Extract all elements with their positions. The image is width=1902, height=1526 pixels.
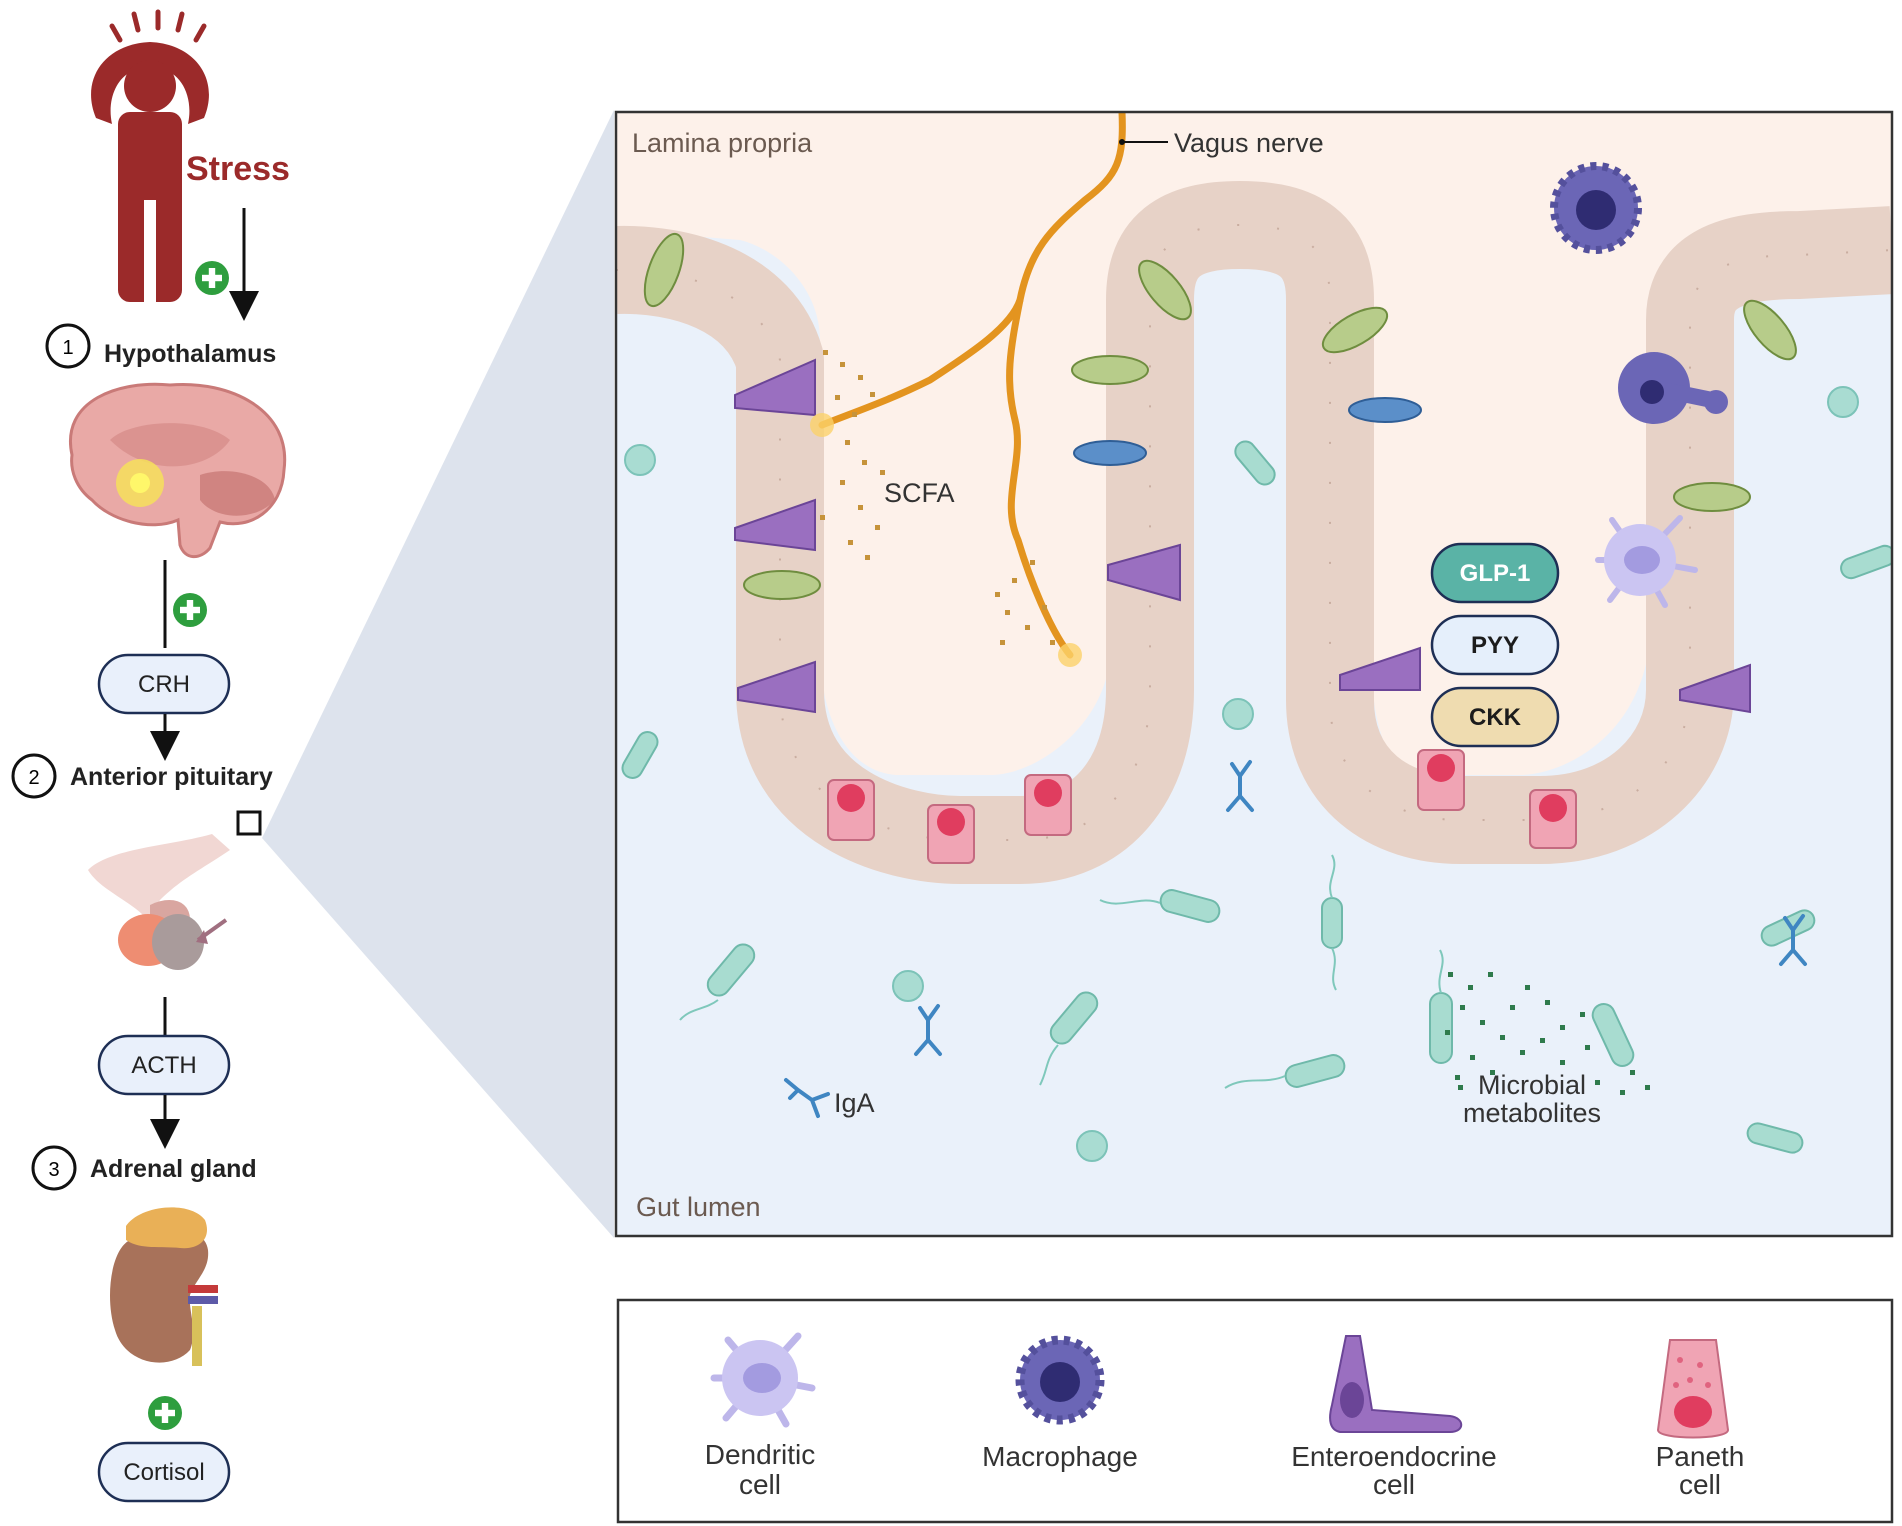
bacteria-flagella [679,854,1444,1089]
hormone-pyy-label: PYY [1471,632,1519,659]
microbial-metabolites-label-line1: Microbial [1478,1070,1586,1100]
legend-macrophage-icon [1015,1335,1105,1425]
goblet-cells [643,232,1797,600]
step-number-badge [45,323,91,369]
paneth-nuclei [837,754,1567,836]
hormone-crh-label: CRH [138,671,190,698]
lamina-propria-label: Lamina propria [632,128,813,158]
microbe-spheres [624,386,1859,1162]
hormone-glp1-label: GLP-1 [1460,560,1531,587]
macrophage-icon [1550,162,1642,254]
dendritic-cell-icon [1595,515,1698,608]
legend-paneth-label-line1: Paneth [1656,1441,1745,1472]
epithelium-layer [616,181,1892,884]
nerve-synapse [1058,643,1082,667]
enteroendocrine-cells [734,358,1751,714]
zoom-wedge [262,110,614,1238]
zoom-panel-border [614,110,1894,1238]
stress-figure-icon [91,9,209,305]
iga-antibodies [784,760,1807,1118]
legend-paneth-cell-icon [1656,1339,1730,1439]
legend-paneth-label-line2: cell [1679,1469,1721,1500]
zoom-marker-square [236,810,262,836]
step-anterior-pituitary-label: Anterior pituitary [70,763,273,791]
gut-lumen-label: Gut lumen [636,1192,761,1222]
stress-label: Stress [186,150,290,188]
gut-zoom-panel: GLP-1 PYY CKK [616,112,1892,1236]
step-number-badge [31,1145,77,1191]
plus-circle-icon [173,593,207,627]
hormone-ckk-pill [1430,686,1560,748]
pituitary-icon [88,834,230,970]
hormone-cortisol-label: Cortisol [123,1459,204,1486]
hormone-ckk-label: CKK [1469,704,1522,731]
legend-enteroendocrine-label-line2: cell [1373,1469,1415,1500]
step-hypothalamus-label: Hypothalamus [104,340,276,368]
adrenal-kidney-icon [110,1207,218,1366]
microbial-metabolite-particles [1445,972,1650,1095]
legend-macrophage-label: Macrophage [982,1441,1138,1472]
legend-dendritic-label-line1: Dendritic [705,1439,815,1470]
legend-dendritic-cell-icon [710,1332,816,1428]
step-adrenal-gland-label: Adrenal gland [90,1155,257,1183]
vagus-nerve-branch [1006,296,1074,659]
vagus-nerve-label: Vagus nerve [1174,128,1324,158]
scfa-label: SCFA [884,478,955,508]
step-number-badge [11,753,57,799]
step-number: 1 [62,337,73,359]
step-number: 3 [48,1159,59,1181]
microbial-metabolites-label-line2: metabolites [1463,1098,1601,1128]
macrophage-extending-icon [1618,352,1728,424]
brain-icon [69,382,287,559]
hormone-cortisol-pill [97,1441,231,1503]
step-number: 2 [28,767,39,789]
legend-enteroendocrine-label-line1: Enteroendocrine [1291,1441,1496,1472]
nerve-synapse [810,413,834,437]
scfa-particles [820,350,1055,645]
plus-circle-icon [195,261,229,295]
legend-enteroendocrine-cell-icon [1329,1335,1463,1433]
plus-circle-icon [148,1396,182,1430]
hormone-pyy-pill [1430,614,1560,676]
hormone-glp1-pill [1430,542,1560,604]
hormone-acth-label: ACTH [131,1052,196,1079]
hormone-acth-pill [97,1034,231,1096]
lamina-propria-region [616,112,1892,775]
legend-dendritic-label-line2: cell [739,1469,781,1500]
hormone-crh-pill [97,653,231,715]
tuft-cells [1073,397,1422,466]
iga-label: IgA [834,1088,875,1118]
